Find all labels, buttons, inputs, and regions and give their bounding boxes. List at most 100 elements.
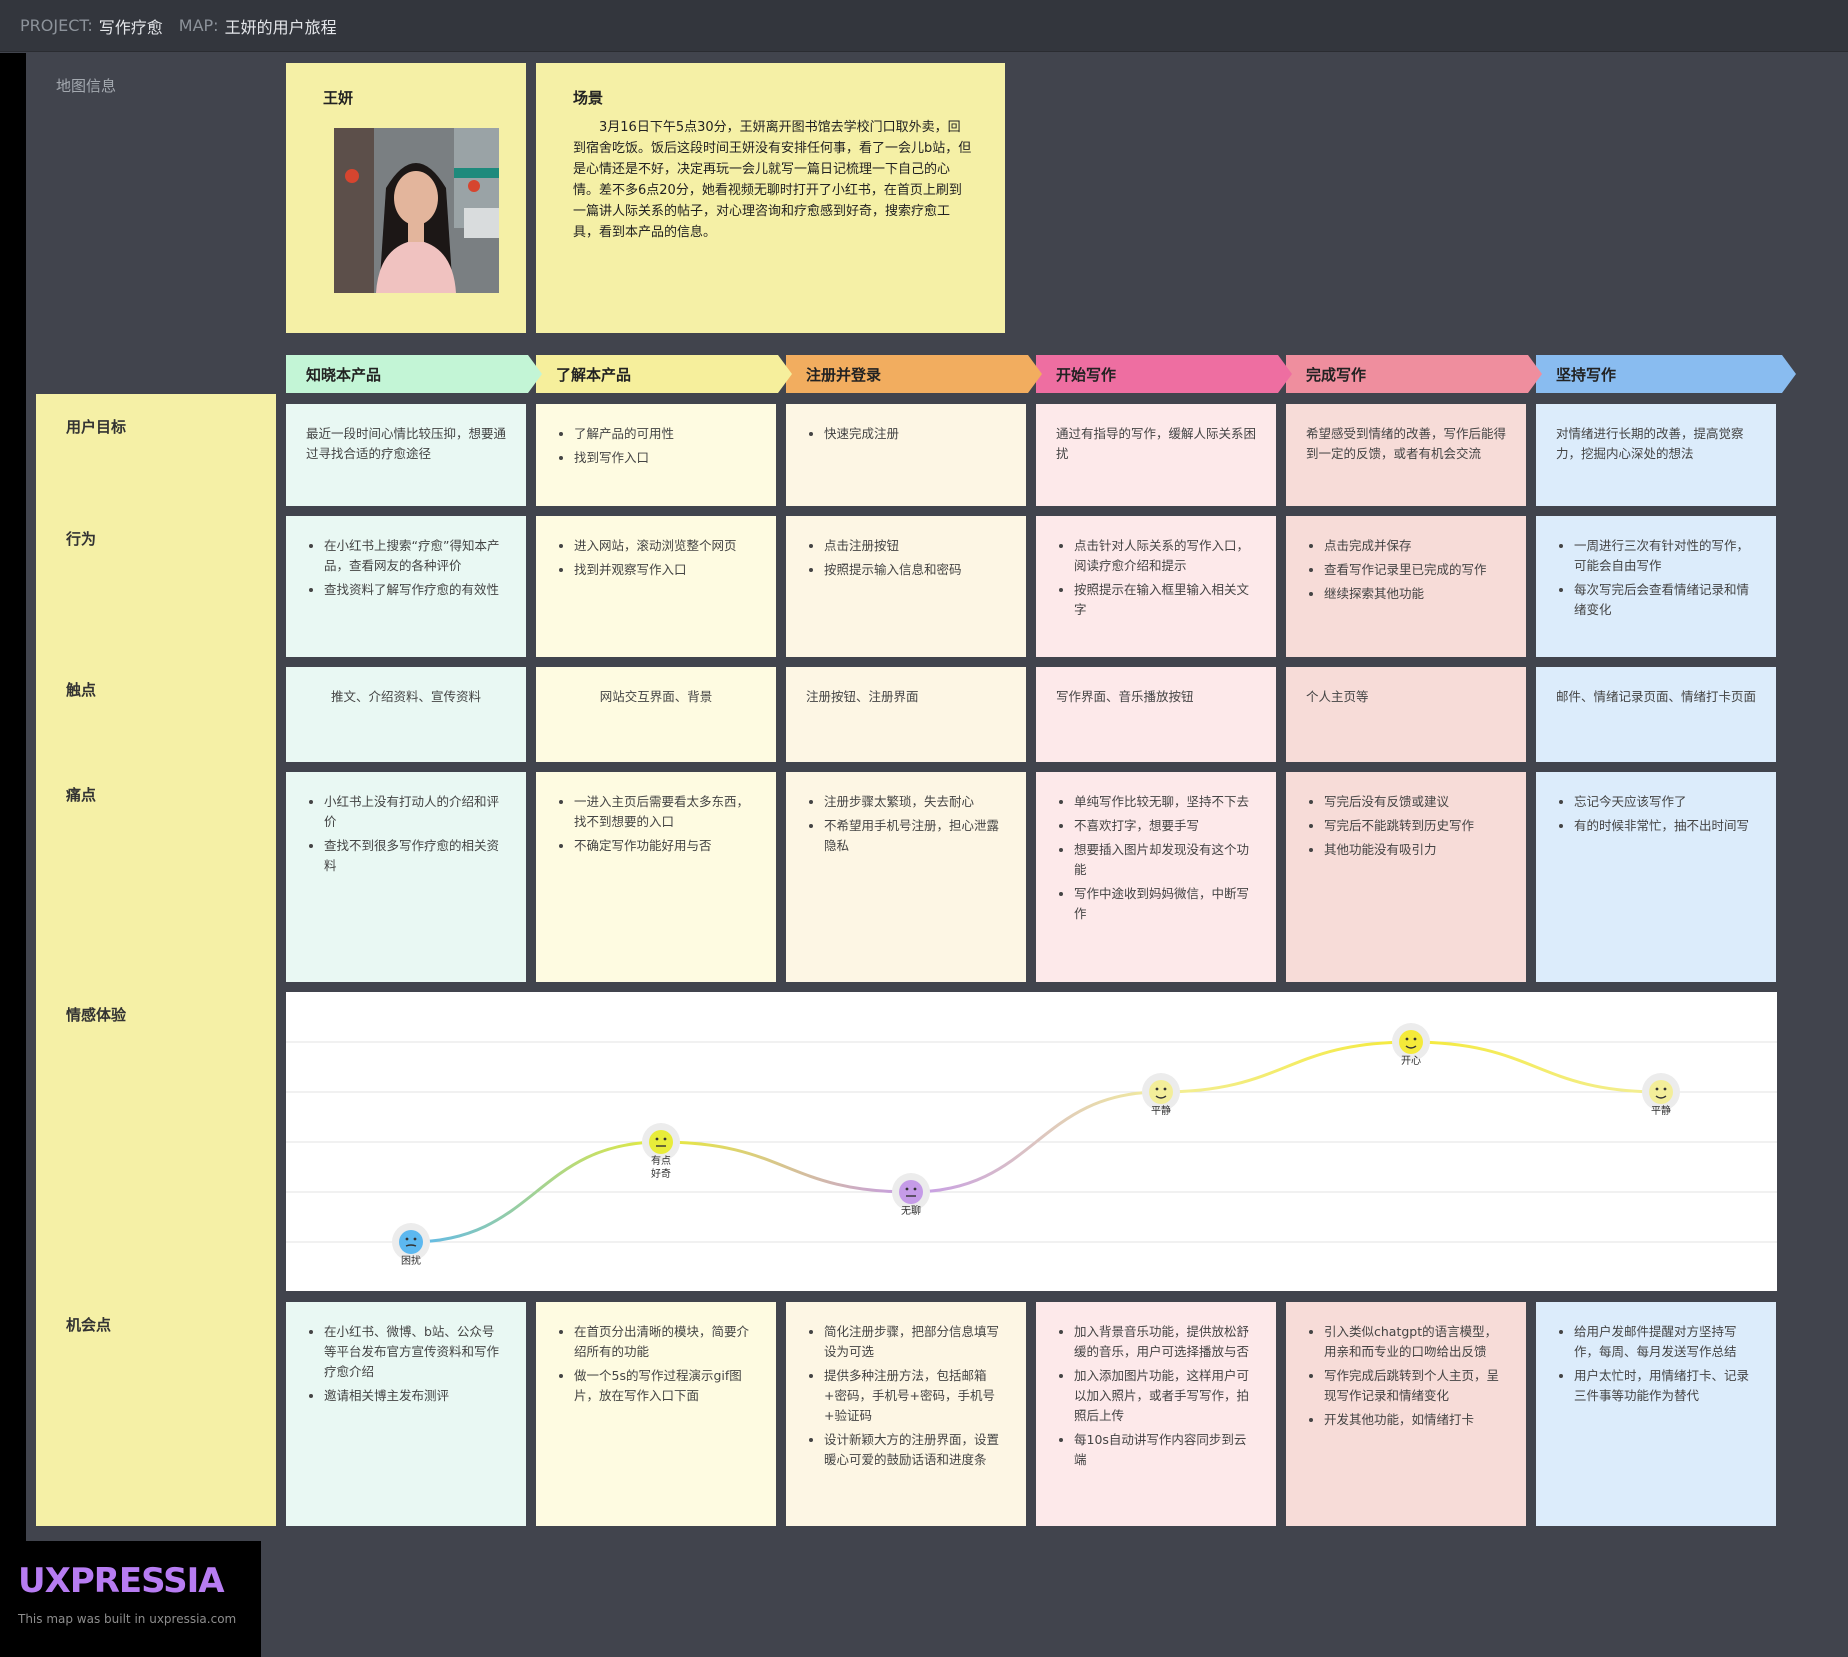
behaviors-cell-3[interactable]: 点击注册按钮按照提示输入信息和密码 (786, 516, 1026, 657)
goals-cell-6[interactable]: 对情绪进行长期的改善，提高觉察力，挖掘内心深处的想法 (1536, 404, 1776, 506)
stage-header-1[interactable]: 知晓本产品 (286, 355, 542, 393)
goals-cell-4[interactable]: 通过有指导的写作，缓解人际关系困扰 (1036, 404, 1276, 506)
left-strip (0, 53, 26, 1657)
emoji-eye (905, 1187, 909, 1191)
opportunities-cell-1[interactable]: 在小红书、微博、b站、公众号等平台发布官方宣传资料和写作疗愈介绍邀请相关博主发布… (286, 1302, 526, 1526)
emotion-label: 有点好奇 (651, 1154, 671, 1180)
emoji-eye (1663, 1087, 1667, 1091)
pains-cell-4[interactable]: 单纯写作比较无聊，坚持不下去不喜欢打字，想要手写想要插入图片却发现没有这个功能写… (1036, 772, 1276, 982)
behaviors-cell-2[interactable]: 进入网站，滚动浏览整个网页找到并观察写作入口 (536, 516, 776, 657)
list-item: 点击针对人际关系的写作入口，阅读疗愈介绍和提示 (1074, 536, 1256, 576)
touchpoints-text: 邮件、情绪记录页面、情绪打卡页面 (1556, 689, 1757, 704)
persona-name: 王妍 (323, 89, 354, 107)
pains-cell-1[interactable]: 小红书上没有打动人的介绍和评价查找不到很多写作疗愈的相关资料 (286, 772, 526, 982)
stage-header-5[interactable]: 完成写作 (1286, 355, 1542, 393)
persona-card[interactable]: 王妍 (286, 63, 526, 333)
opportunities-cell-6[interactable]: 给用户发邮件提醒对方坚持写作，每周、每月发送写作总结用户太忙时，用情绪打卡、记录… (1536, 1302, 1776, 1526)
emoji-eye (913, 1187, 917, 1191)
project-name[interactable]: 写作疗愈 (98, 17, 163, 37)
emotion-point-4[interactable]: 平静 (1142, 1073, 1180, 1117)
touchpoints-cell-2[interactable]: 网站交互界面、背景 (536, 667, 776, 762)
pains-cell-2[interactable]: 一进入主页后需要看太多东西，找不到想要的入口不确定写作功能好用与否 (536, 772, 776, 982)
emotion-label: 平静 (1651, 1104, 1671, 1117)
uxpressia-logo[interactable]: UXPRESSIA (18, 1561, 225, 1601)
map-name[interactable]: 王妍的用户旅程 (224, 17, 337, 37)
behaviors-cell-4[interactable]: 点击针对人际关系的写作入口，阅读疗愈介绍和提示按照提示在输入框里输入相关文字 (1036, 516, 1276, 657)
top-bar: PROJECT: 写作疗愈 MAP: 王妍的用户旅程 (0, 0, 1848, 52)
list-item: 有的时候非常忙，抽不出时间写 (1574, 816, 1756, 836)
emotion-point-6[interactable]: 平静 (1642, 1073, 1680, 1117)
stage-header-3[interactable]: 注册并登录 (786, 355, 1042, 393)
row-label-emotion: 情感体验 (66, 1006, 127, 1024)
behaviors-list: 点击注册按钮按照提示输入信息和密码 (806, 536, 1006, 580)
emotion-point-5[interactable]: 开心 (1392, 1023, 1430, 1067)
emotion-label: 平静 (1151, 1104, 1171, 1117)
emoji-face-icon (899, 1180, 923, 1204)
opportunities-cell-5[interactable]: 引入类似chatgpt的语言模型，用亲和而专业的口吻给出反馈写作完成后跳转到个人… (1286, 1302, 1526, 1526)
pains-list: 一进入主页后需要看太多东西，找不到想要的入口不确定写作功能好用与否 (556, 792, 756, 856)
scenario-text: 3月16日下午5点30分，王妍离开图书馆去学校门口取外卖，回到宿舍吃饭。饭后这段… (573, 120, 972, 240)
touchpoints-cell-3[interactable]: 注册按钮、注册界面 (786, 667, 1026, 762)
stage-header-6[interactable]: 坚持写作 (1536, 355, 1796, 393)
opportunities-list: 加入背景音乐功能，提供放松舒缓的音乐，用户可选择播放与否加入添加图片功能，这样用… (1056, 1322, 1256, 1470)
opportunities-list: 给用户发邮件提醒对方坚持写作，每周、每月发送写作总结用户太忙时，用情绪打卡、记录… (1556, 1322, 1756, 1406)
opportunities-cell-4[interactable]: 加入背景音乐功能，提供放松舒缓的音乐，用户可选择播放与否加入添加图片功能，这样用… (1036, 1302, 1276, 1526)
pains-cell-3[interactable]: 注册步骤太繁琐，失去耐心不希望用手机号注册，担心泄露隐私 (786, 772, 1026, 982)
scenario-card[interactable]: 场景 3月16日下午5点30分，王妍离开图书馆去学校门口取外卖，回到宿舍吃饭。饭… (536, 63, 1005, 333)
touchpoints-text: 推文、介绍资料、宣传资料 (330, 689, 481, 704)
pains-cell-6[interactable]: 忘记今天应该写作了有的时候非常忙，抽不出时间写 (1536, 772, 1776, 982)
pains-cell-5[interactable]: 写完后没有反馈或建议写完后不能跳转到历史写作其他功能没有吸引力 (1286, 772, 1526, 982)
row-label-opportunities: 机会点 (66, 1316, 112, 1334)
list-item: 按照提示输入信息和密码 (824, 560, 1006, 580)
opportunities-list: 引入类似chatgpt的语言模型，用亲和而专业的口吻给出反馈写作完成后跳转到个人… (1306, 1322, 1506, 1430)
stage-header-2[interactable]: 了解本产品 (536, 355, 792, 393)
touchpoints-text: 写作界面、音乐播放按钮 (1056, 689, 1194, 704)
list-item: 忘记今天应该写作了 (1574, 792, 1756, 812)
emoji-mouth (405, 1244, 417, 1247)
emoji-eye (1413, 1037, 1417, 1041)
persona-photo (334, 128, 499, 293)
touchpoints-text: 注册按钮、注册界面 (806, 689, 919, 704)
list-item: 加入背景音乐功能，提供放松舒缓的音乐，用户可选择播放与否 (1074, 1322, 1256, 1362)
behaviors-cell-5[interactable]: 点击完成并保存查看写作记录里已完成的写作继续探索其他功能 (1286, 516, 1526, 657)
touchpoints-cell-5[interactable]: 个人主页等 (1286, 667, 1526, 762)
list-item: 用户太忙时，用情绪打卡、记录三件事等功能作为替代 (1574, 1366, 1756, 1406)
goals-cell-5[interactable]: 希望感受到情绪的改善，写作后能得到一定的反馈，或者有机会交流 (1286, 404, 1526, 506)
list-item: 一周进行三次有针对性的写作，可能会自由写作 (1574, 536, 1756, 576)
goals-cell-3[interactable]: 快速完成注册 (786, 404, 1026, 506)
behaviors-list: 进入网站，滚动浏览整个网页找到并观察写作入口 (556, 536, 756, 580)
behaviors-list: 点击完成并保存查看写作记录里已完成的写作继续探索其他功能 (1306, 536, 1506, 604)
touchpoints-cell-4[interactable]: 写作界面、音乐播放按钮 (1036, 667, 1276, 762)
list-item: 写作中途收到妈妈微信，中断写作 (1074, 884, 1256, 924)
list-item: 设计新颖大方的注册界面，设置暖心可爱的鼓励话语和进度条 (824, 1430, 1006, 1470)
emoji-mouth (1155, 1095, 1167, 1099)
goals-cell-1[interactable]: 最近一段时间心情比较压抑，想要通过寻找合适的疗愈途径 (286, 404, 526, 506)
list-item: 点击完成并保存 (1324, 536, 1506, 556)
list-item: 找到并观察写作入口 (574, 560, 756, 580)
list-item: 在小红书上搜索“疗愈”得知本产品，查看网友的各种评价 (324, 536, 506, 576)
emotion-point-3[interactable]: 无聊 (892, 1173, 930, 1217)
pains-list: 写完后没有反馈或建议写完后不能跳转到历史写作其他功能没有吸引力 (1306, 792, 1506, 860)
behaviors-cell-6[interactable]: 一周进行三次有针对性的写作，可能会自由写作每次写完后会查看情绪记录和情绪变化 (1536, 516, 1776, 657)
list-item: 点击注册按钮 (824, 536, 1006, 556)
emoji-eye (663, 1137, 667, 1141)
touchpoints-cell-1[interactable]: 推文、介绍资料、宣传资料 (286, 667, 526, 762)
row-label-pains: 痛点 (66, 786, 97, 804)
goals-text: 希望感受到情绪的改善，写作后能得到一定的反馈，或者有机会交流 (1306, 426, 1507, 461)
list-item: 引入类似chatgpt的语言模型，用亲和而专业的口吻给出反馈 (1324, 1322, 1506, 1362)
opportunities-cell-3[interactable]: 简化注册步骤，把部分信息填写设为可选提供多种注册方法，包括邮箱+密码，手机号+密… (786, 1302, 1026, 1526)
touchpoints-cell-6[interactable]: 邮件、情绪记录页面、情绪打卡页面 (1536, 667, 1776, 762)
opportunities-cell-2[interactable]: 在首页分出清晰的模块，简要介绍所有的功能做一个5s的写作过程演示gif图片，放在… (536, 1302, 776, 1526)
project-label: PROJECT: (20, 16, 93, 35)
list-item: 给用户发邮件提醒对方坚持写作，每周、每月发送写作总结 (1574, 1322, 1756, 1362)
behaviors-cell-1[interactable]: 在小红书上搜索“疗愈”得知本产品，查看网友的各种评价查找资料了解写作疗愈的有效性 (286, 516, 526, 657)
brand-footer: UXPRESSIA This map was built in uxpressi… (0, 1541, 261, 1657)
emotion-chart[interactable]: 困扰 有点好奇无聊 平静 开心平静 (286, 992, 1777, 1291)
stage-header-4[interactable]: 开始写作 (1036, 355, 1292, 393)
goals-list: 了解产品的可用性找到写作入口 (556, 424, 756, 468)
list-item: 不希望用手机号注册，担心泄露隐私 (824, 816, 1006, 856)
emoji-eye (1405, 1037, 1409, 1041)
emotion-point-1[interactable]: 困扰 (392, 1223, 430, 1267)
goals-cell-2[interactable]: 了解产品的可用性找到写作入口 (536, 404, 776, 506)
emotion-point-2[interactable]: 有点好奇 (642, 1123, 680, 1180)
